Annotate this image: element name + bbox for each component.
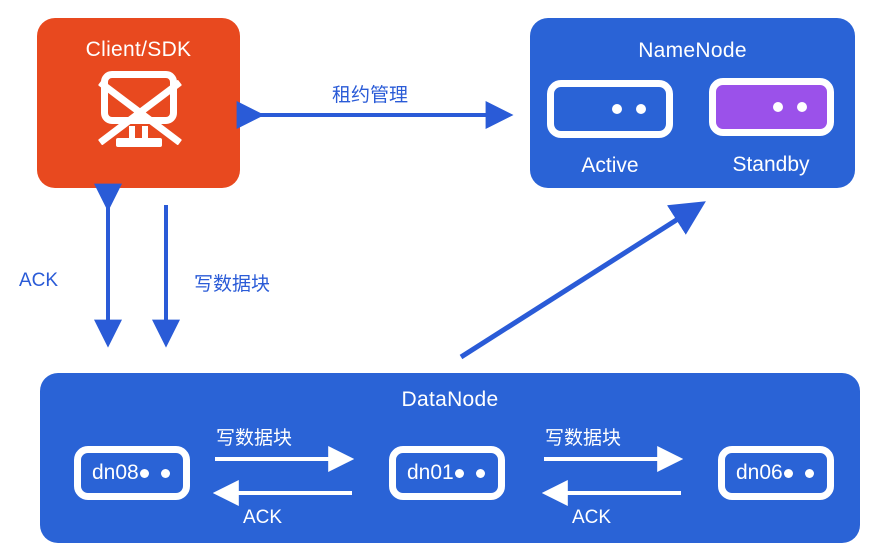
label-pipeline-write-2: 写数据块 [545,428,622,449]
label-ack-left: ACK [19,270,59,291]
namenode-standby-server-icon [709,78,834,136]
server-led-dots [455,468,485,478]
led-dot [784,468,793,478]
label-write-block-left: 写数据块 [194,274,271,295]
datanode-dn06-server-icon: dn06 [718,446,834,500]
datanode-dn06-label: dn06 [736,461,783,484]
led-dot [805,468,814,478]
datanode-dn01-label: dn01 [407,461,454,484]
namenode-active-server-icon [547,80,673,138]
server-led-dots [140,468,170,478]
datanode-dn01-server-icon: dn01 [389,446,505,500]
crossed-out-monitor-icon [97,71,183,149]
server-led-dots [784,468,814,478]
datanode-dn08-label: dn08 [92,461,139,484]
namenode-title: NameNode [638,39,747,62]
server-led-dots [773,102,807,112]
led-dot [773,102,783,112]
label-pipeline-ack-1: ACK [243,507,283,528]
led-dot [612,104,622,114]
server-led-dots [612,104,646,114]
led-dot [636,104,646,114]
namenode-active-caption: Active [581,154,639,177]
monitor-neck-shape [129,126,148,140]
client-sdk-box: Client/SDK [37,18,240,188]
datanode-title: DataNode [401,388,499,411]
led-dot [476,468,485,478]
led-dot [140,468,149,478]
label-pipeline-write-1: 写数据块 [216,428,293,449]
arrow-datanode-to-namenode [459,201,706,360]
client-sdk-title: Client/SDK [85,38,192,61]
label-lease-management: 租约管理 [332,85,409,106]
led-dot [161,468,170,478]
namenode-standby-caption: Standby [732,153,810,176]
label-pipeline-ack-2: ACK [572,507,612,528]
datanode-dn08-server-icon: dn08 [74,446,190,500]
monitor-base-shape [116,138,162,147]
led-dot [455,468,464,478]
monitor-screen-shape [101,71,177,124]
led-dot [797,102,807,112]
